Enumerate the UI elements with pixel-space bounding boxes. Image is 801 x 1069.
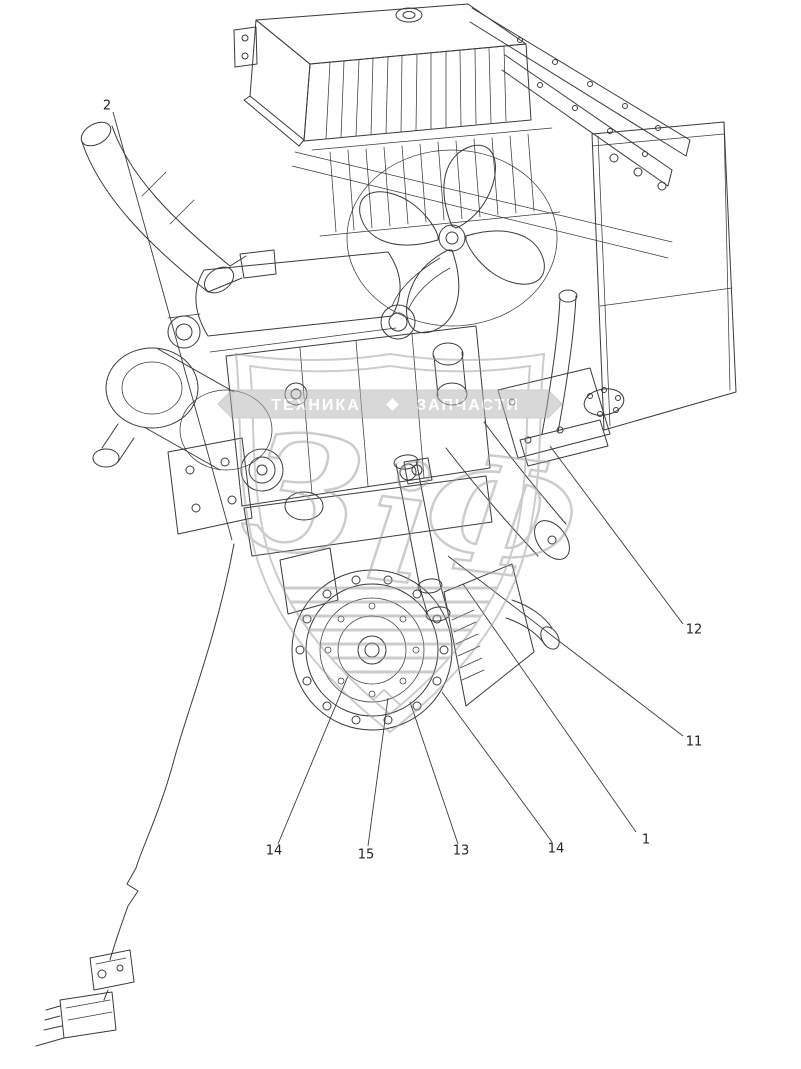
- leader-line-14b: [441, 691, 553, 843]
- callout-15: 15: [357, 847, 375, 863]
- watermark-shield: З і Ф ТЕХНИКА ЗАПЧАСТИ: [217, 352, 589, 734]
- watermark-letter-3: Ф: [414, 415, 588, 620]
- callout-12: 12: [685, 622, 703, 638]
- wiring-harness: [35, 543, 235, 1047]
- watermark-letter-1: З: [235, 395, 372, 596]
- watermark-banner-right: ЗАПЧАСТИ: [416, 397, 520, 414]
- callout-11: 11: [685, 734, 703, 750]
- air-cleaner: [92, 347, 273, 471]
- cooling-fan: [346, 144, 558, 334]
- exhaust-pipe: [80, 121, 247, 294]
- watermark-letters: З і Ф: [234, 394, 589, 624]
- callout-14-left: 14: [265, 843, 283, 859]
- leader-line-13: [409, 701, 459, 845]
- leader-line-12: [549, 445, 684, 625]
- leader-line-14a: [277, 675, 349, 845]
- grille-louvers: [311, 127, 561, 237]
- leader-line-15: [367, 697, 389, 847]
- leader-line-2: [112, 111, 233, 541]
- machine-art: [35, 3, 737, 1047]
- leader-line-1: [462, 583, 637, 833]
- hood-frame-rails: [291, 7, 691, 259]
- watermark-banner-diamond: [386, 398, 399, 411]
- radiator-assembly: [233, 3, 532, 147]
- leader-line-11: [447, 555, 684, 737]
- side-panel-box: [591, 121, 737, 431]
- watermark-banner-left: ТЕХНИКА: [271, 397, 361, 414]
- right-plumbing: [497, 289, 625, 467]
- callout-14-right: 14: [547, 841, 565, 857]
- callout-13: 13: [452, 843, 470, 859]
- callout-1: 1: [641, 832, 651, 848]
- callout-2: 2: [102, 98, 112, 114]
- leader-lines: [112, 111, 684, 847]
- torque-tube: [445, 421, 570, 560]
